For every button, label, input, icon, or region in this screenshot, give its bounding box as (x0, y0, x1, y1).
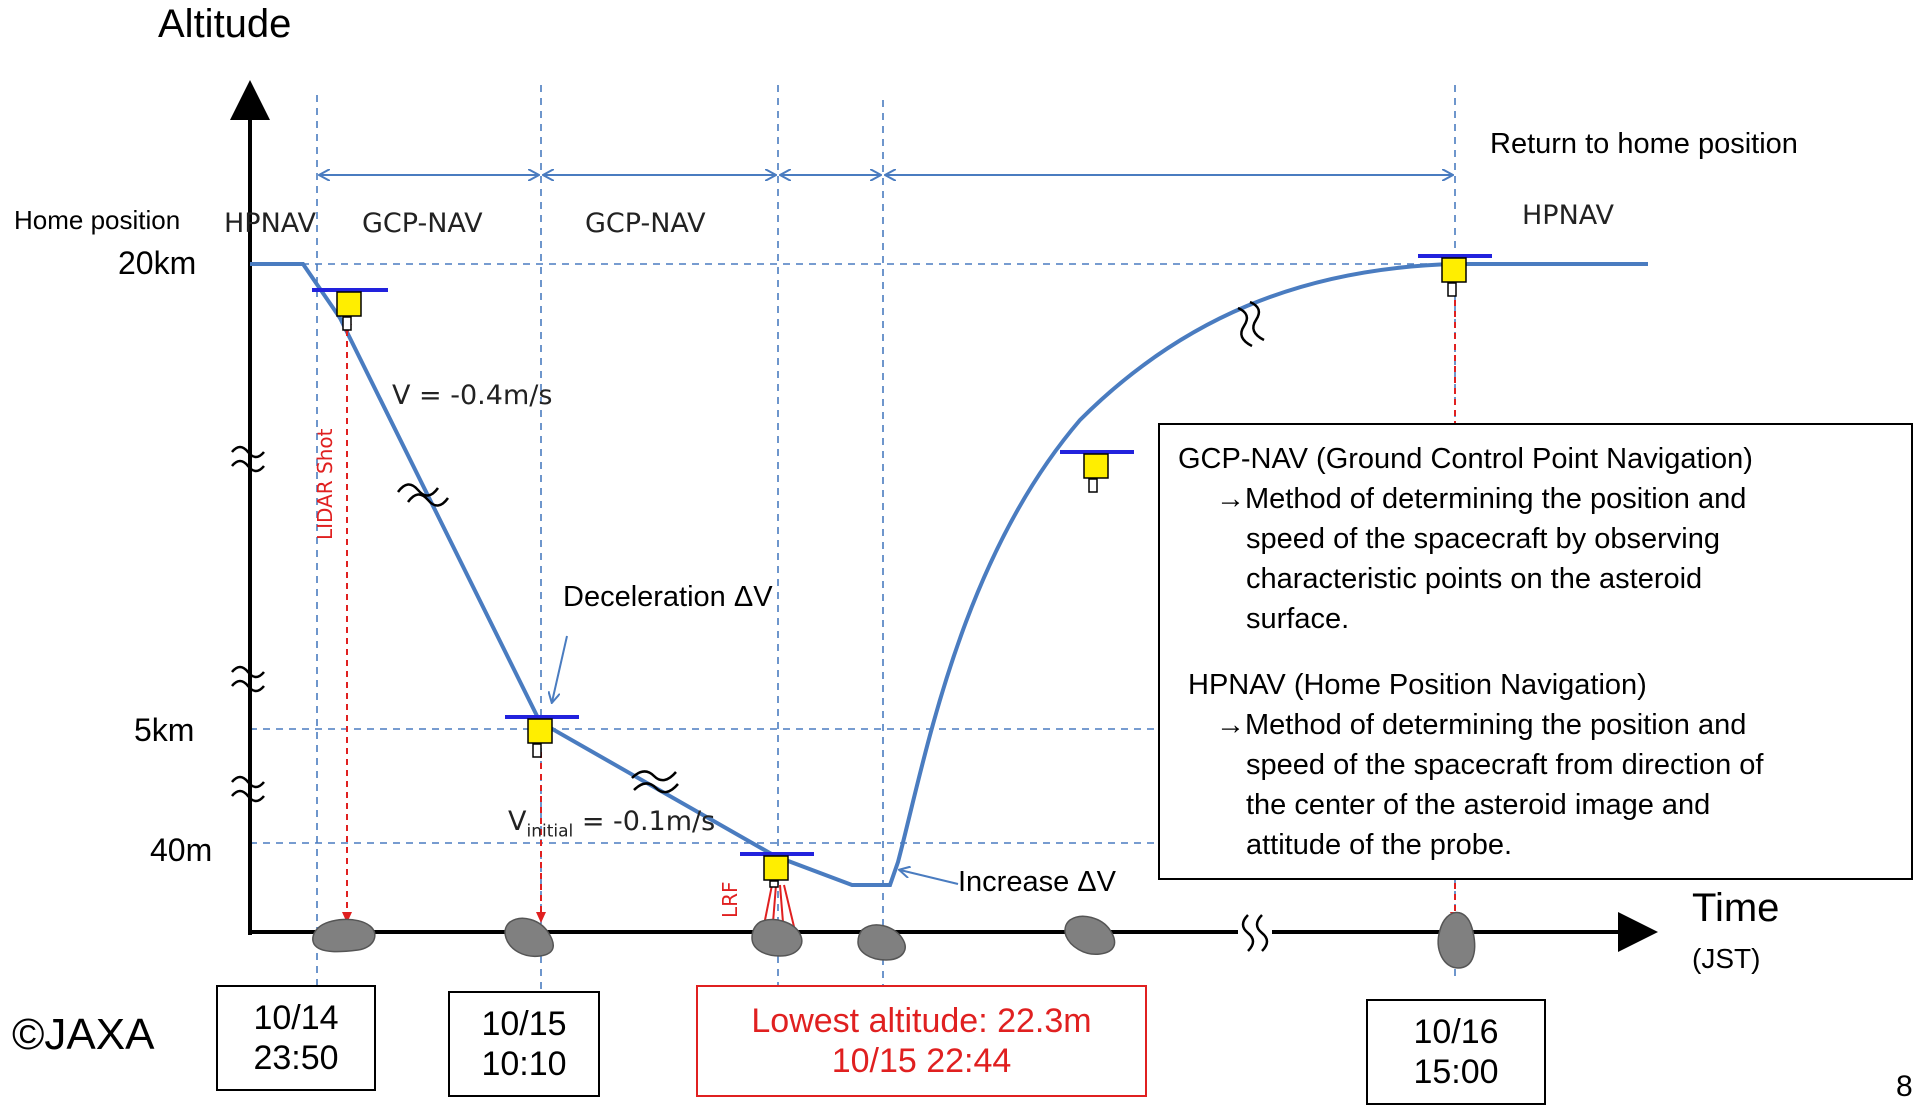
legend-hp-desc-4: attitude of the probe. (1246, 829, 1513, 861)
time-box-date: 10/15 (481, 1005, 567, 1043)
y-tick-20km: 20km (118, 245, 197, 281)
altitude-guides (250, 263, 1458, 844)
return-home-label: Return to home position (1490, 128, 1798, 160)
lrf-label: LRF (718, 881, 742, 918)
increase-label: Increase ΔV (958, 866, 1116, 898)
phase-gcp-nav-1: GCP-NAV (362, 208, 483, 239)
credit: ©JAXA (12, 1010, 155, 1059)
probe (312, 288, 388, 331)
lowest-altitude-box: Lowest altitude: 22.3m 10/15 22:44 (696, 985, 1147, 1097)
trajectory-break-marks (396, 300, 1265, 794)
deceleration-label: Deceleration ΔV (563, 581, 773, 613)
legend-hp-desc-1: →Method of determining the position and (1216, 709, 1747, 741)
asteroid-shape (1064, 915, 1116, 955)
time-box-1: 10/14 23:50 (216, 985, 376, 1091)
x-axis-title: Time (1692, 886, 1780, 930)
lowest-altitude-value: Lowest altitude: 22.3m (751, 1002, 1092, 1040)
asteroid-shape (504, 917, 554, 958)
y-axis-title: Altitude (158, 2, 292, 46)
y-tick-40m: 40m (150, 832, 213, 868)
lowest-altitude-time: 10/15 22:44 (831, 1042, 1012, 1080)
trajectory-line (250, 262, 1648, 887)
legend-gcp-desc-4: surface. (1246, 603, 1350, 635)
asteroid-shape (751, 918, 803, 957)
probe (505, 715, 579, 758)
legend-hp-desc-2: speed of the spacecraft from direction o… (1246, 749, 1764, 781)
phase-hpnav-right: HPNAV (1522, 200, 1614, 231)
probe (740, 852, 814, 888)
asteroid-shape (1437, 911, 1476, 969)
time-box-time: 23:50 (253, 1039, 339, 1077)
axes (230, 80, 1658, 952)
phase-hpnav-left: HPNAV (224, 208, 316, 239)
time-box-date: 10/14 (253, 999, 339, 1037)
time-box-time: 10:10 (481, 1045, 567, 1083)
legend-hp-title: HPNAV (Home Position Navigation) (1188, 669, 1647, 701)
axis-break-marks (231, 445, 1272, 952)
time-box-2: 10/15 10:10 (448, 991, 600, 1097)
asteroids (312, 911, 1476, 969)
time-box-time: 15:00 (1413, 1053, 1499, 1091)
legend-gcp-title: GCP-NAV (Ground Control Point Navigation… (1178, 443, 1753, 475)
home-position-label: Home position (14, 205, 181, 235)
y-tick-5km: 5km (134, 712, 195, 748)
time-box-4: 10/16 15:00 (1366, 999, 1546, 1105)
lidar-shot-label: LIDAR Shot (313, 428, 337, 540)
legend-gcp-desc-2: speed of the spacecraft by observing (1246, 523, 1720, 555)
legend-hp-desc-3: the center of the asteroid image and (1246, 789, 1711, 821)
velocity-initial-label: Vinitial = -0.1m/s (508, 806, 716, 842)
page-number: 8 (1896, 1070, 1913, 1103)
legend-gcp-desc-1: →Method of determining the position and (1216, 483, 1747, 515)
probe (1060, 450, 1134, 493)
legend-gcp-desc-3: characteristic points on the asteroid (1246, 563, 1703, 595)
probe (1418, 254, 1492, 297)
legend-box: GCP-NAV (Ground Control Point Navigation… (1158, 423, 1913, 880)
asteroid-shape (312, 918, 376, 953)
phase-gcp-nav-2: GCP-NAV (585, 208, 706, 239)
x-axis-unit: (JST) (1692, 943, 1761, 974)
time-box-date: 10/16 (1413, 1013, 1499, 1051)
asteroid-shape (857, 924, 906, 961)
velocity-label: V = -0.4m/s (392, 380, 553, 411)
callout-arrows (552, 635, 959, 885)
